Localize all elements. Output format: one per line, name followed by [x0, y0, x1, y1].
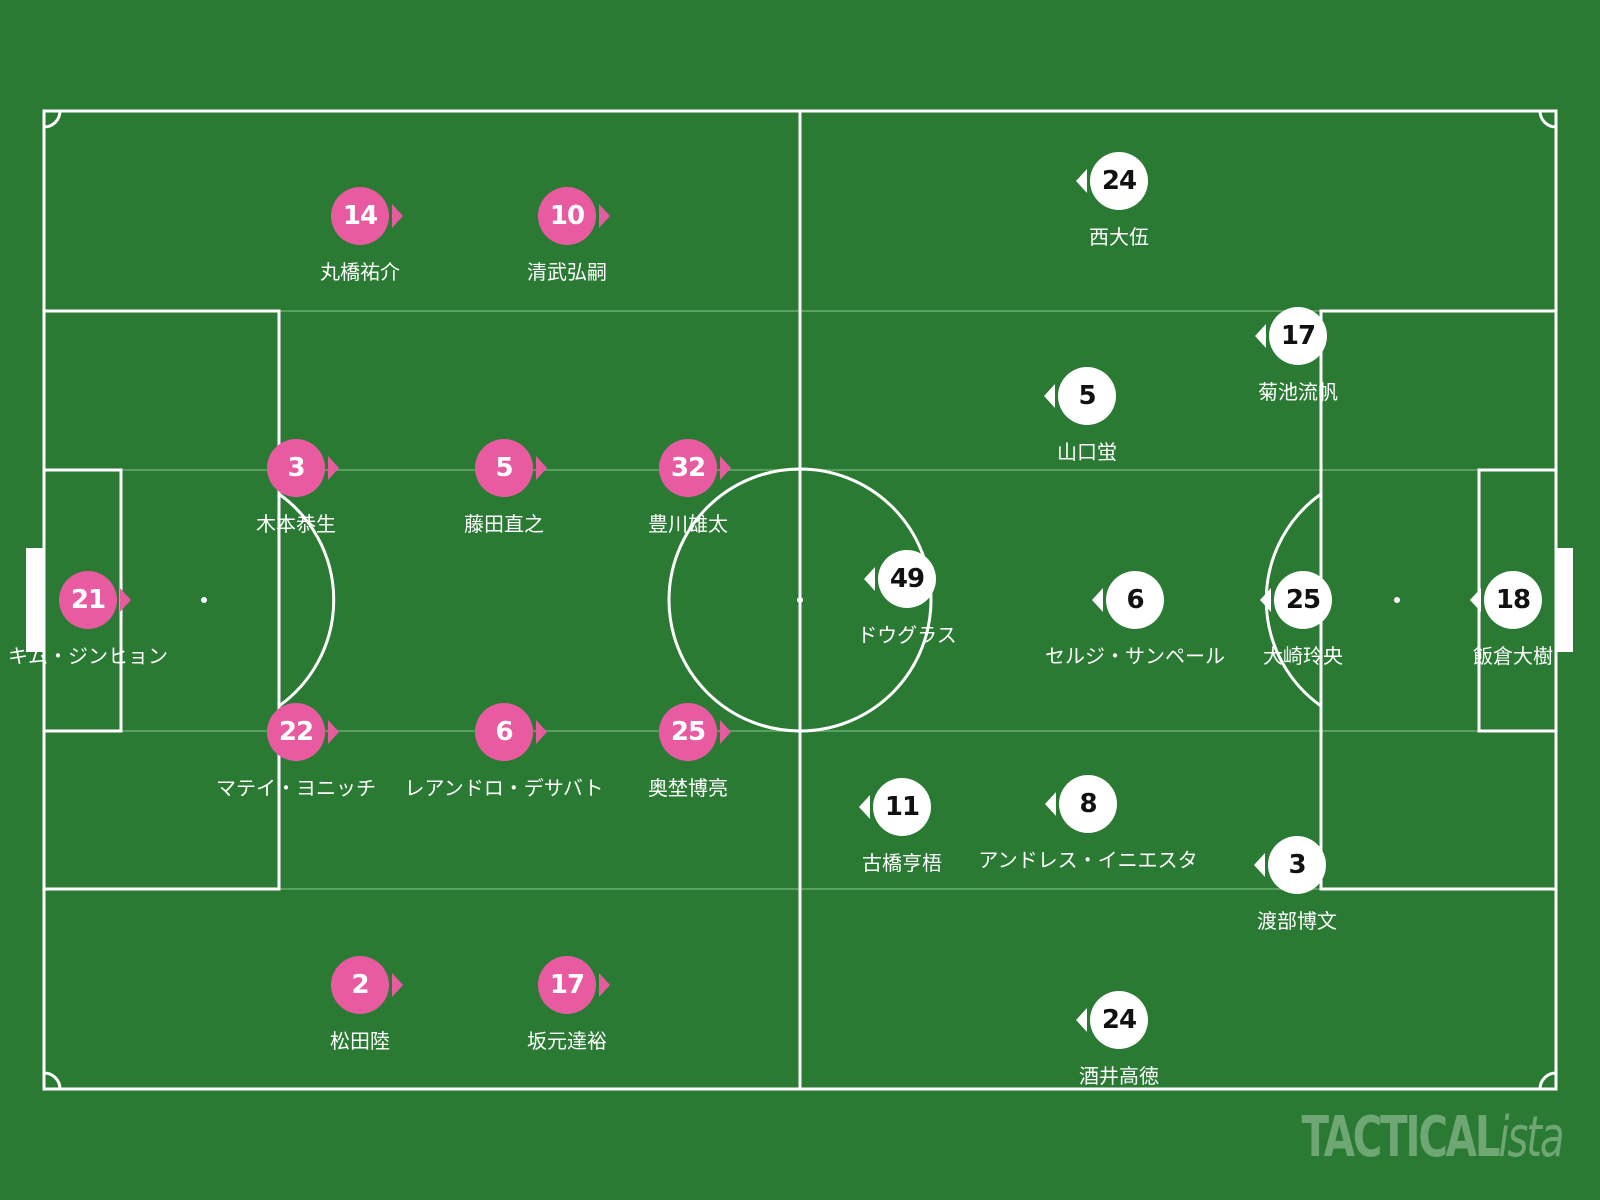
player-number: 3 [267, 439, 325, 497]
player-name: 木本恭生 [256, 512, 336, 536]
corner-arc-top-left [43, 110, 62, 129]
left-penalty-arc [278, 492, 336, 708]
player-name: 丸橋祐介 [320, 260, 400, 284]
direction-arrow-icon [1076, 169, 1087, 193]
player-name: アンドレス・イニエスタ [978, 848, 1198, 872]
direction-arrow-icon [536, 456, 547, 480]
left-penalty-spot [201, 597, 207, 603]
corner-arc-bottom-right [1538, 1071, 1557, 1090]
corner-arc-bottom-left [43, 1071, 62, 1090]
player-name: ドウグラス [857, 623, 957, 647]
direction-arrow-icon [1254, 853, 1265, 877]
player-number: 25 [1274, 571, 1332, 629]
direction-arrow-icon [392, 204, 403, 228]
player-number: 10 [538, 187, 596, 245]
direction-arrow-icon [859, 795, 870, 819]
player-number: 8 [1059, 775, 1117, 833]
player-name: 坂元達裕 [527, 1029, 607, 1053]
player-name: 奥埜博亮 [648, 776, 728, 800]
player-name: 藤田直之 [464, 512, 544, 536]
player-number: 24 [1090, 991, 1148, 1049]
direction-arrow-icon [328, 456, 339, 480]
player-number: 5 [1058, 367, 1116, 425]
direction-arrow-icon [1076, 1008, 1087, 1032]
direction-arrow-icon [1260, 588, 1271, 612]
player-name: 酒井高徳 [1079, 1064, 1159, 1088]
player-name: 清武弘嗣 [527, 260, 607, 284]
watermark-logo: TACTICALista [1301, 1105, 1564, 1170]
player-number: 3 [1268, 836, 1326, 894]
watermark-brand: TACTICAL [1301, 1105, 1500, 1170]
direction-arrow-icon [1092, 588, 1103, 612]
center-spot [797, 597, 803, 603]
corner-arc-top-right [1538, 110, 1557, 129]
direction-arrow-icon [599, 204, 610, 228]
direction-arrow-icon [392, 973, 403, 997]
player-name: 飯倉大樹 [1473, 644, 1553, 668]
player-number: 5 [475, 439, 533, 497]
player-name: マテイ・ヨニッチ [216, 776, 376, 800]
player-name: レアンドロ・デサバト [404, 776, 604, 800]
player-number: 2 [331, 956, 389, 1014]
direction-arrow-icon [1045, 792, 1056, 816]
right-penalty-spot [1394, 597, 1400, 603]
player-name: 渡部博文 [1257, 909, 1337, 933]
direction-arrow-icon [864, 567, 875, 591]
player-number: 24 [1090, 152, 1148, 210]
direction-arrow-icon [720, 456, 731, 480]
direction-arrow-icon [1255, 324, 1266, 348]
player-name: セルジ・サンペール [1045, 644, 1225, 668]
player-name: 山口蛍 [1057, 440, 1117, 464]
player-number: 6 [475, 703, 533, 761]
right-goal [1556, 548, 1573, 652]
player-number: 11 [873, 778, 931, 836]
player-number: 6 [1106, 571, 1164, 629]
player-number: 18 [1484, 571, 1542, 629]
player-number: 25 [659, 703, 717, 761]
player-name: 菊池流帆 [1258, 380, 1338, 404]
direction-arrow-icon [328, 720, 339, 744]
player-number: 22 [267, 703, 325, 761]
center-circle [667, 467, 933, 733]
player-name: 古橋亨梧 [862, 851, 942, 875]
player-number: 17 [1269, 307, 1327, 365]
player-name: キム・ジンヒョン [8, 644, 168, 668]
direction-arrow-icon [720, 720, 731, 744]
player-number: 14 [331, 187, 389, 245]
direction-arrow-icon [536, 720, 547, 744]
player-name: 西大伍 [1089, 225, 1149, 249]
direction-arrow-icon [1044, 384, 1055, 408]
player-number: 32 [659, 439, 717, 497]
direction-arrow-icon [599, 973, 610, 997]
left-goal [26, 548, 44, 652]
player-number: 49 [878, 550, 936, 608]
player-name: 豊川雄太 [648, 512, 728, 536]
player-name: 松田陸 [330, 1029, 390, 1053]
player-number: 21 [59, 571, 117, 629]
direction-arrow-icon [1470, 588, 1481, 612]
player-number: 17 [538, 956, 596, 1014]
direction-arrow-icon [120, 588, 131, 612]
player-name: 大崎玲央 [1263, 644, 1343, 668]
watermark-suffix: ista [1497, 1105, 1564, 1170]
